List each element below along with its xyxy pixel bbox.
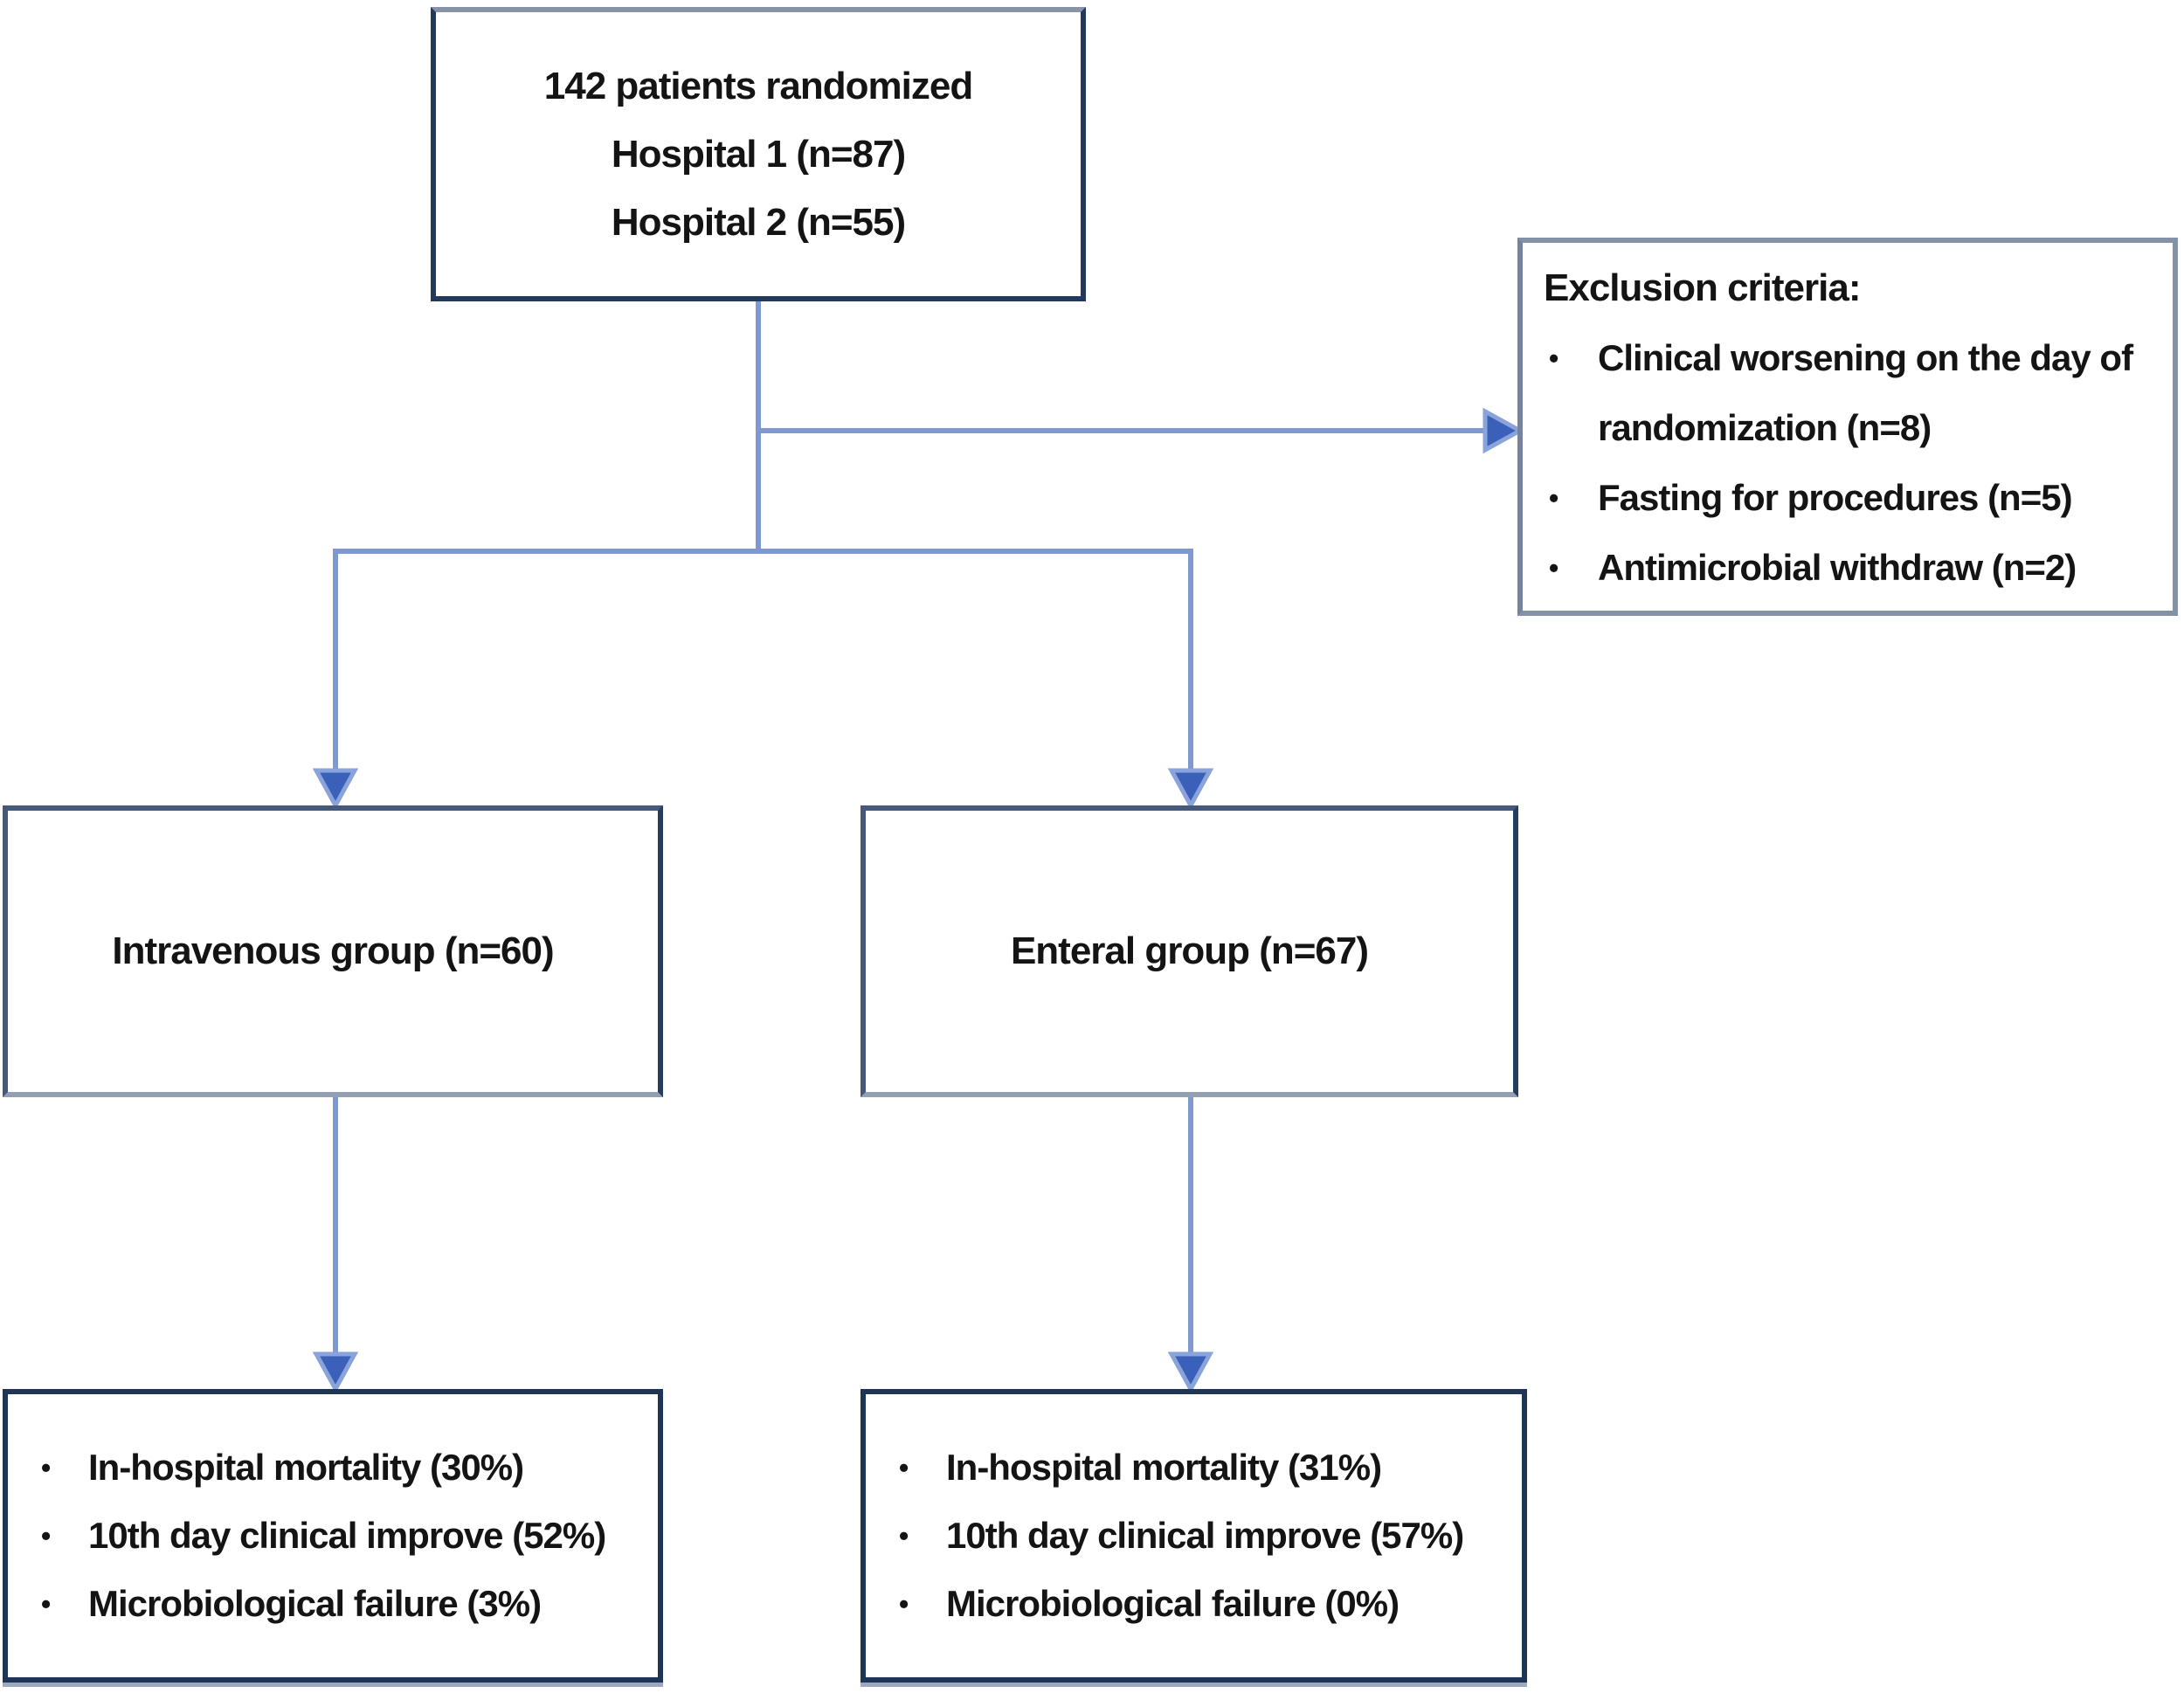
arrowhead-enteral-icon (1167, 768, 1214, 811)
arrowhead-intravenous-outcomes-icon (312, 1351, 359, 1394)
intravenous-outcomes-box: In-hospital mortality (30%) 10th day cli… (3, 1389, 663, 1683)
exclusion-item-fasting: Fasting for procedures (n=5) (1544, 463, 2139, 533)
enteral-group-box: Enteral group (n=67) (860, 805, 1518, 1097)
enteral-outcome-mortality: In-hospital mortality (31%) (894, 1434, 1522, 1502)
iv-outcome-mortality: In-hospital mortality (30%) (36, 1434, 658, 1502)
enteral-outcomes-list: In-hospital mortality (31%) 10th day cli… (894, 1434, 1522, 1638)
enteral-outcomes-box: In-hospital mortality (31%) 10th day cli… (860, 1389, 1527, 1683)
hospital-2-text: Hospital 2 (n=55) (611, 200, 906, 244)
enteral-outcome-clinical-improve: 10th day clinical improve (57%) (894, 1502, 1522, 1570)
iv-outcome-microbiological-failure: Microbiological failure (3%) (36, 1570, 658, 1638)
enteral-group-label: Enteral group (n=67) (1010, 929, 1369, 972)
exclusion-title: Exclusion criteria: (1544, 266, 1861, 309)
arrowhead-enteral-outcomes-icon (1167, 1351, 1214, 1394)
randomized-box: 142 patients randomized Hospital 1 (n=87… (431, 7, 1086, 301)
randomized-total-text: 142 patients randomized (543, 64, 973, 107)
intravenous-outcomes-list: In-hospital mortality (30%) 10th day cli… (36, 1434, 658, 1638)
intravenous-group-box: Intravenous group (n=60) (3, 805, 663, 1097)
arrowhead-intravenous-icon (312, 768, 359, 811)
intravenous-group-label: Intravenous group (n=60) (112, 929, 554, 972)
exclusion-item-antimicrobial: Antimicrobial withdraw (n=2) (1544, 533, 2139, 603)
hospital-1-text: Hospital 1 (n=87) (611, 132, 906, 176)
exclusion-box: Exclusion criteria: Clinical worsening o… (1517, 238, 2178, 616)
enteral-outcome-microbiological-failure: Microbiological failure (0%) (894, 1570, 1522, 1638)
arrowhead-exclusion-icon (1482, 407, 1525, 454)
exclusion-list: Clinical worsening on the day of randomi… (1544, 323, 2164, 603)
exclusion-item-clinical-worsening: Clinical worsening on the day of randomi… (1544, 323, 2139, 463)
iv-outcome-clinical-improve: 10th day clinical improve (52%) (36, 1502, 658, 1570)
